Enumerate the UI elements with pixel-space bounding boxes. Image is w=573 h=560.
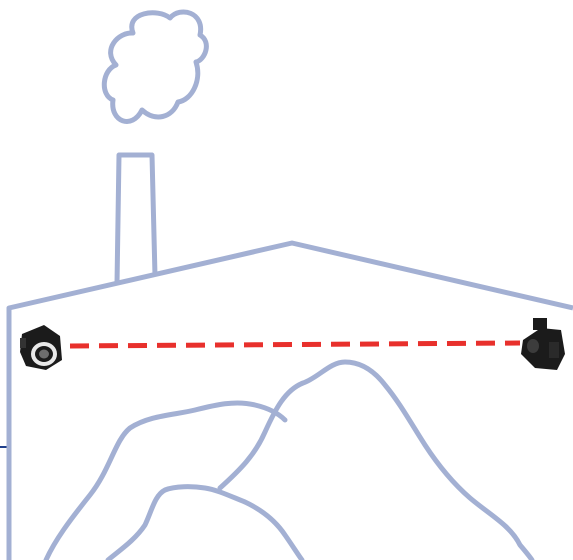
chimney-icon — [114, 152, 158, 285]
building-outline — [6, 240, 573, 560]
smoke-cloud-icon — [101, 9, 209, 124]
material-pile-icon — [105, 484, 305, 560]
material-pile-icon — [43, 400, 288, 560]
beam-sensor-icon — [521, 318, 565, 370]
material-pile-icon — [217, 359, 535, 560]
beam-sensor-icon — [20, 325, 62, 370]
detection-beam-dashed-line — [69, 340, 521, 349]
